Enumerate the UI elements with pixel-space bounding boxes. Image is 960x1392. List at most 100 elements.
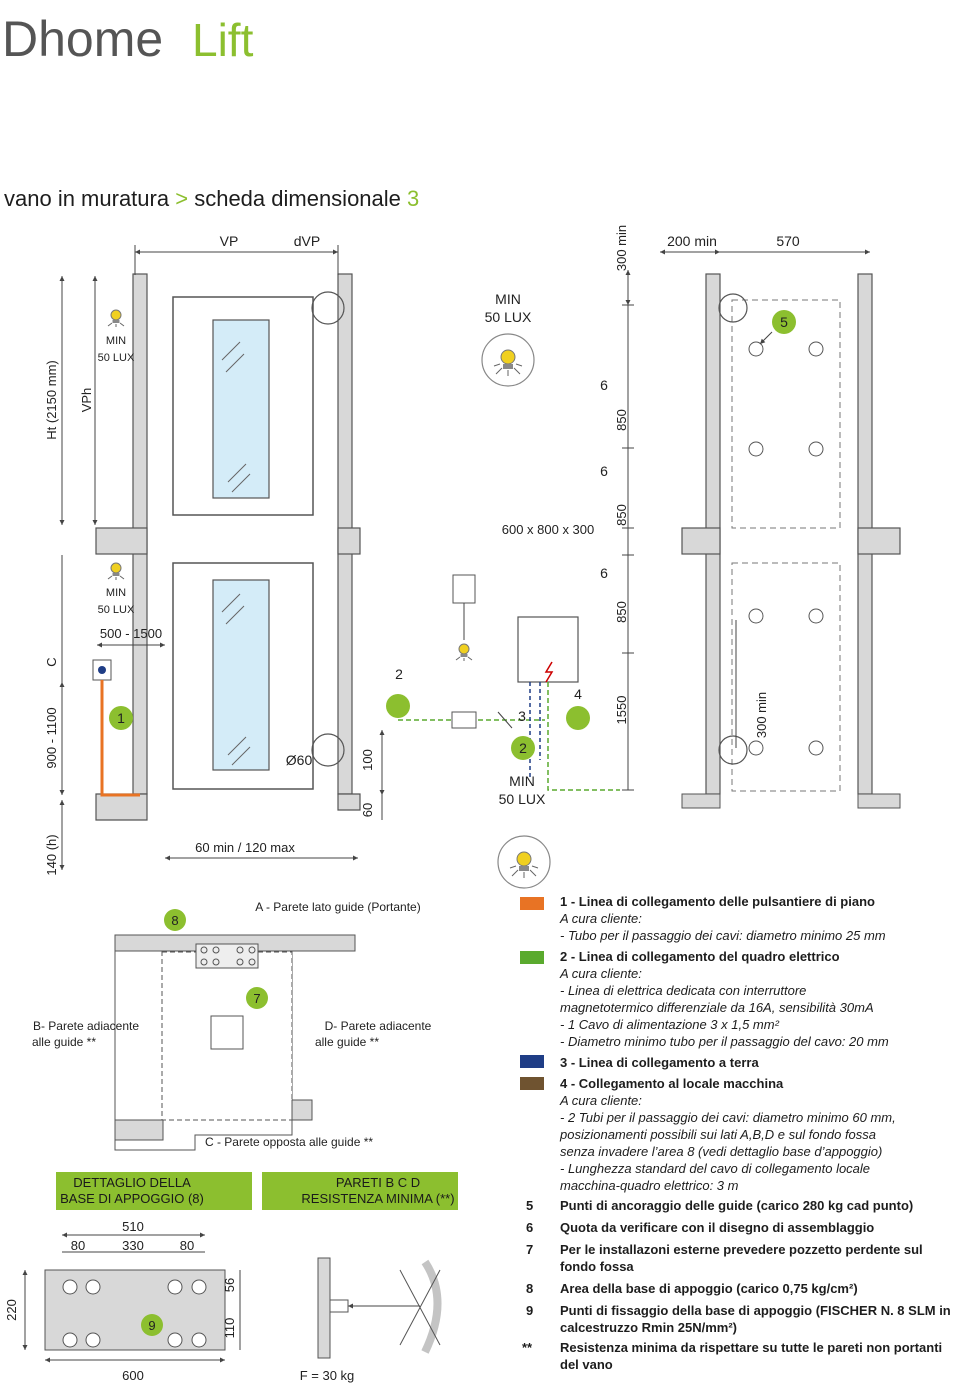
label-110: 110	[222, 1318, 237, 1339]
label-6-c: 6	[600, 565, 608, 581]
brand-part2: Lift	[192, 14, 254, 66]
minlux-b-1: MIN	[106, 587, 126, 599]
elevation-view	[59, 245, 634, 889]
label-850-a: 850	[614, 409, 629, 431]
legend-6-text: Quota da verificare con il disegno di as…	[560, 1220, 875, 1235]
label-diameter: Ø60	[286, 752, 313, 768]
legend-2-d: - 1 Cavo di alimentazione 3 x 1,5 mm²	[560, 1017, 779, 1032]
label-2-top: 2	[395, 666, 403, 682]
label-600: 600	[122, 1368, 144, 1383]
label-200min: 200 min	[667, 233, 717, 249]
brand-logo: Dhome Lift	[2, 6, 312, 68]
legend-4-e: - Lunghezza standard del cavo di collega…	[560, 1161, 871, 1176]
label-force: F = 30 kg	[300, 1368, 355, 1383]
door-lower	[172, 562, 314, 790]
legend-4-d: senza invadere l’area 8 (vedi dettaglio …	[560, 1144, 883, 1159]
label-vp: VP	[220, 233, 239, 249]
legend-swatch-1	[520, 897, 544, 910]
label-56: 56	[222, 1278, 237, 1292]
banner-walls	[262, 1172, 458, 1210]
legend-2-title: 2 - Linea di collegamento del quadro ele…	[560, 949, 840, 964]
legend-8-text: Area della base di appoggio (carico 0,75…	[560, 1281, 858, 1296]
label-9: 9	[148, 1318, 155, 1333]
legend-swatch-2	[520, 951, 544, 964]
label-220: 220	[4, 1299, 19, 1321]
label-60: 60	[360, 803, 375, 817]
label-570: 570	[776, 233, 800, 249]
legend-1-title: 1 - Linea di collegamento delle pulsanti…	[560, 894, 875, 909]
legend-2-b: - Linea di elettrica dedicata con interr…	[560, 983, 807, 998]
label-wall-d-1: D- Parete adiacente	[325, 1019, 432, 1033]
label-100: 100	[360, 749, 375, 771]
label-900-1100: 900 - 1100	[44, 707, 59, 768]
legend-7-num: 7	[526, 1242, 534, 1257]
legend-4-b: - 2 Tubi per il passaggio dei cavi: diam…	[560, 1110, 896, 1125]
minlux-a-1: MIN	[106, 335, 126, 347]
title-sub: scheda dimensionale	[194, 186, 401, 211]
legend-5-num: 5	[526, 1198, 534, 1213]
label-850-c: 850	[614, 601, 629, 623]
minlux-a-2: 50 LUX	[98, 352, 135, 364]
label-300min-top: 300 min	[614, 225, 629, 271]
section-view	[660, 249, 901, 809]
label-80-left: 80	[71, 1238, 85, 1253]
label-ht: Ht (2150 mm)	[44, 360, 59, 439]
legend-4-c: posizionamenti possibili sui lati A,B,D …	[560, 1127, 877, 1142]
banner-base-line2: BASE DI APPOGGIO (8)	[60, 1191, 204, 1206]
label-6-b: 6	[600, 463, 608, 479]
legend-2-a: A cura cliente:	[560, 966, 642, 981]
door-upper	[172, 296, 314, 516]
label-510: 510	[122, 1219, 144, 1234]
legend-8-num: 8	[526, 1281, 534, 1296]
banner-base-detail	[56, 1172, 252, 1210]
title-main: vano in muratura	[4, 186, 170, 211]
legend-7-text: Per le installazoni esterne prevedere po…	[560, 1242, 923, 1274]
label-1550: 1550	[614, 696, 629, 725]
label-dvp: dVP	[294, 233, 320, 249]
banner-base-line1: DETTAGLIO DELLA	[73, 1175, 191, 1190]
label-c: C	[44, 657, 59, 666]
label-60min-120max: 60 min / 120 max	[195, 840, 295, 855]
door-glass-lower	[212, 579, 270, 771]
base-detail	[114, 909, 356, 1151]
minlux-c-1: MIN	[495, 291, 521, 307]
legend-4-title: 4 - Collegamento al locale macchina	[560, 1076, 784, 1091]
label-5: 5	[780, 314, 788, 330]
banner-walls-line1: PARETI B C D	[336, 1175, 420, 1190]
minlux-d-1: MIN	[509, 773, 535, 789]
label-140: 140 (h)	[44, 834, 59, 875]
legend-swatch-3	[520, 1055, 544, 1068]
label-80-right: 80	[180, 1238, 194, 1253]
wall-resistance-detail	[317, 1257, 442, 1359]
legend-9-num: 9	[526, 1303, 534, 1318]
title-number: 3	[407, 186, 420, 211]
legend-star-num: **	[522, 1340, 533, 1355]
label-wall-b-1: B- Parete adiacente	[33, 1019, 139, 1033]
legend-2-c: magnetotermico differenziale da 16A, sen…	[560, 1000, 874, 1015]
legend-1-b: - Tubo per il passaggio dei cavi: diamet…	[560, 928, 886, 943]
legend-9-text: Punti di fissaggio della base di appoggi…	[560, 1303, 951, 1335]
legend-4-f: macchina-quadro elettrico: 3 m	[560, 1178, 739, 1193]
legend-1-a: A cura cliente:	[560, 911, 642, 926]
minlux-d-2: 50 LUX	[499, 791, 546, 807]
legend-swatch-4	[520, 1077, 544, 1090]
banner-walls-line2: RESISTENZA MINIMA (**)	[301, 1191, 454, 1206]
label-2-bottom: 2	[519, 740, 527, 756]
legend-5-text: Punti di ancoraggio delle guide (carico …	[560, 1198, 914, 1213]
legend-4-a: A cura cliente:	[560, 1093, 642, 1108]
legend-3-title: 3 - Linea di collegamento a terra	[560, 1055, 759, 1070]
label-vph: VPh	[79, 388, 94, 413]
legend: 1 - Linea di collegamento delle pulsanti…	[520, 893, 960, 1383]
label-850-b: 850	[614, 504, 629, 526]
label-wall-c: C - Parete opposta alle guide **	[205, 1135, 373, 1149]
brand-part1: Dhome	[2, 11, 163, 67]
label-1-overlay: 1	[117, 710, 125, 726]
label-8: 8	[171, 913, 178, 928]
minlux-b-2: 50 LUX	[98, 604, 135, 616]
label-7: 7	[253, 991, 260, 1006]
label-330: 330	[122, 1238, 144, 1253]
minlux-c-2: 50 LUX	[485, 309, 532, 325]
door-glass-upper	[212, 319, 270, 499]
page-title: vano in muratura > scheda dimensionale 3	[4, 186, 419, 212]
